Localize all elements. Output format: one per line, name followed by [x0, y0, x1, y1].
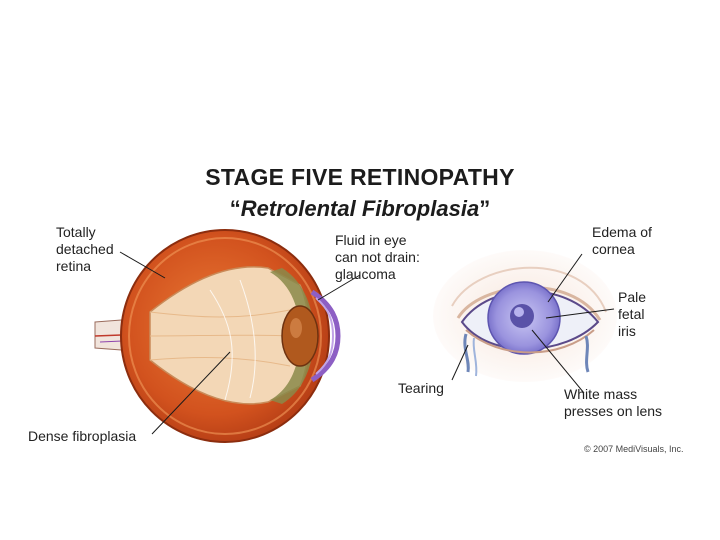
lower-eyelid: [465, 329, 595, 354]
label-edema-of-cornea: Edema of cornea: [592, 224, 652, 257]
label-pale-fetal-iris: Pale fetal iris: [618, 289, 647, 339]
tear-right: [584, 335, 590, 373]
eye-front-view: [433, 250, 617, 382]
tear-left: [463, 333, 470, 373]
leader-lines: [119, 251, 615, 435]
label-white-mass: White mass presses on lens: [564, 386, 663, 419]
label-totally-detached-retina: Totally detached retina: [56, 224, 114, 274]
subtitle-text: Retrolental Fibroplasia: [240, 196, 480, 221]
diagram-subtitle: “Retrolental Fibroplasia”: [229, 196, 491, 221]
label-tearing: Tearing: [398, 380, 444, 396]
copyright-notice: © 2007 MediVisuals, Inc.: [584, 444, 684, 454]
eye-cross-section: [94, 229, 341, 443]
lens: [281, 305, 319, 367]
label-dense-fibroplasia: Dense fibroplasia: [28, 428, 137, 444]
diagram-title: STAGE FIVE RETINOPATHY: [205, 164, 515, 190]
cornea: [310, 289, 341, 383]
label-fluid-glaucoma: Fluid in eye can not drain: glaucoma: [335, 232, 420, 282]
